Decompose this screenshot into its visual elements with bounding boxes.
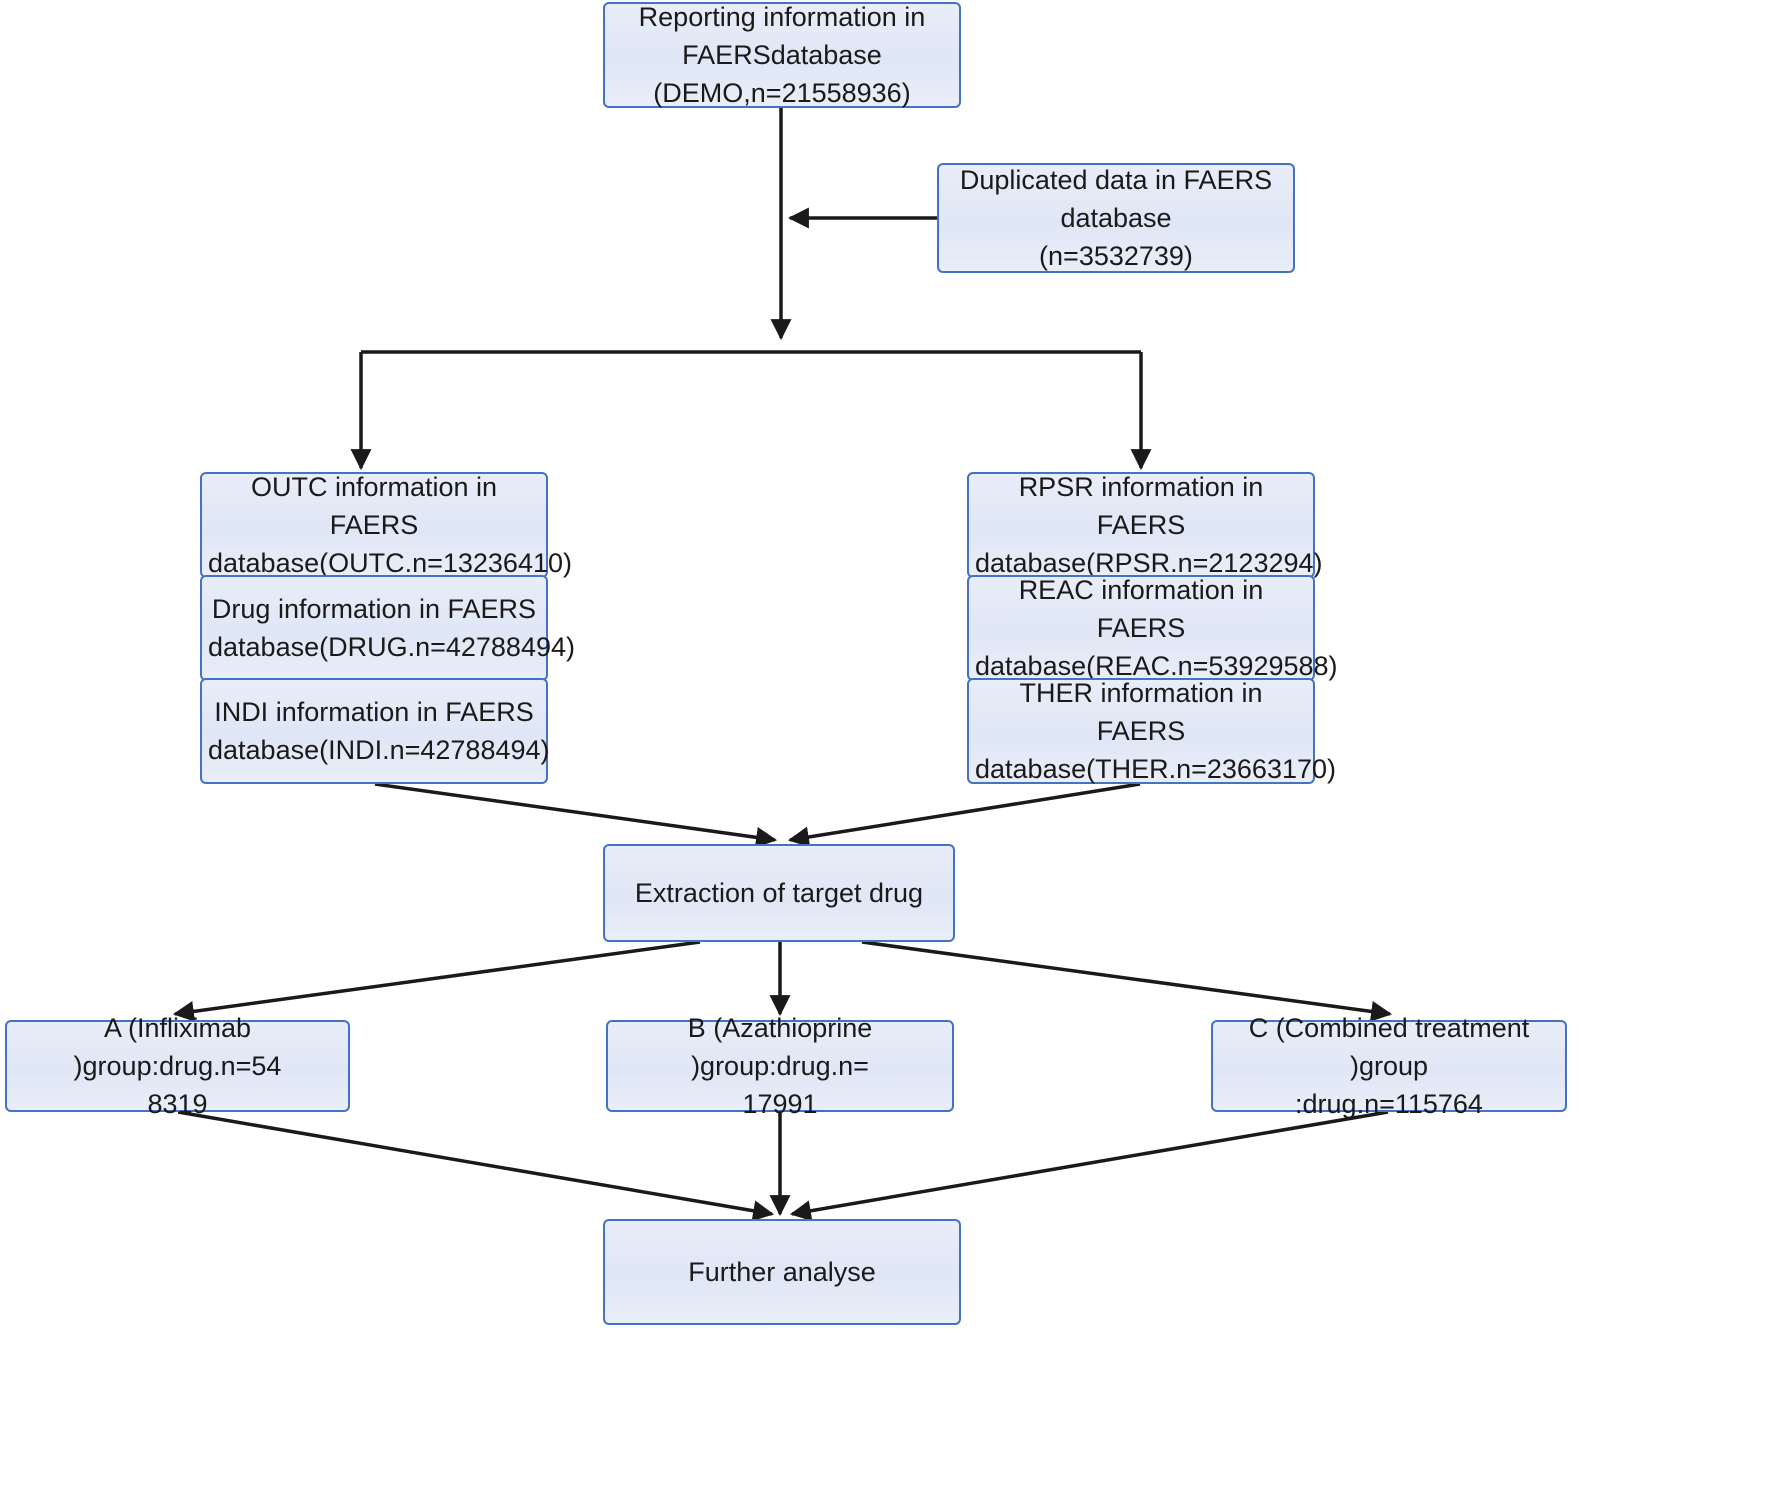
node-duplicated-label: Duplicated data in FAERS database (n=353… — [959, 164, 1273, 272]
edge-right-stack-to-extraction — [787, 782, 1141, 848]
node-outc-information[interactable]: OUTC information in FAERS database(OUTC.… — [200, 472, 572, 578]
node-reac-label: REAC information in FAERS database(REAC.… — [975, 574, 1338, 682]
node-ther-information[interactable]: THER information in FAERS database(THER.… — [967, 678, 1336, 784]
node-group-a-label: A (Infliximab )group:drug.n=54 8319 — [73, 1012, 282, 1120]
node-group-b-label: B (Azathioprine )group:drug.n= 17991 — [687, 1012, 873, 1120]
node-further-analyse[interactable]: Further analyse — [603, 1219, 961, 1325]
edge-group-c-to-further — [789, 1110, 1389, 1222]
node-group-a-infliximab[interactable]: A (Infliximab )group:drug.n=54 8319 — [5, 1013, 350, 1119]
node-outc-label: OUTC information in FAERS database(OUTC.… — [208, 471, 572, 579]
node-drug-information[interactable]: Drug information in FAERS database(DRUG.… — [200, 575, 575, 681]
node-further-label: Further analyse — [688, 1256, 876, 1287]
node-group-c-combined-treatment[interactable]: C (Combined treatment )group :drug.n=115… — [1211, 1013, 1567, 1119]
node-indi-label: INDI information in FAERS database(INDI.… — [208, 696, 550, 765]
node-ther-label: THER information in FAERS database(THER.… — [975, 677, 1336, 785]
node-group-c-label: C (Combined treatment )group :drug.n=115… — [1248, 1012, 1530, 1120]
edge-left-stack-to-extraction — [374, 782, 778, 848]
node-rpsr-information[interactable]: RPSR information in FAERS database(RPSR.… — [967, 472, 1323, 578]
edge-group-a-to-further — [177, 1110, 775, 1222]
node-rpsr-label: RPSR information in FAERS database(RPSR.… — [975, 471, 1323, 579]
node-duplicated-data[interactable]: Duplicated data in FAERS database (n=353… — [937, 163, 1295, 273]
node-demo-reporting-information[interactable]: Reporting information in FAERSdatabase (… — [603, 2, 961, 108]
node-extraction-label: Extraction of target drug — [634, 877, 924, 908]
node-reac-information[interactable]: REAC information in FAERS database(REAC.… — [967, 575, 1338, 681]
node-indi-information[interactable]: INDI information in FAERS database(INDI.… — [200, 678, 550, 784]
node-demo-label: Reporting information in FAERSdatabase (… — [638, 1, 926, 109]
edge-extraction-to-group-a — [172, 940, 701, 1022]
edge-extraction-to-group-c — [861, 940, 1393, 1022]
node-group-b-azathioprine[interactable]: B (Azathioprine )group:drug.n= 17991 — [606, 1013, 954, 1119]
node-extraction-of-target-drug[interactable]: Extraction of target drug — [603, 844, 955, 942]
node-drug-label: Drug information in FAERS database(DRUG.… — [208, 593, 575, 662]
